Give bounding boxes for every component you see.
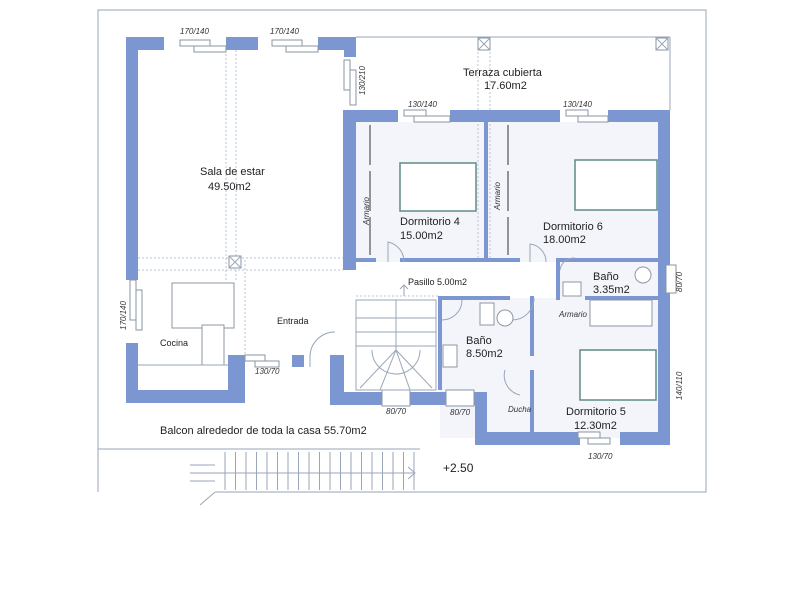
dimension-label: 80/70: [675, 271, 684, 292]
room-name-cocina: Cocina: [160, 338, 188, 348]
sink-icon: [442, 344, 458, 368]
room-area-dorm6: 18.00m2: [543, 234, 586, 246]
interior-stairs: [355, 284, 437, 391]
level-label: +2.50: [443, 461, 474, 475]
dimension-label: 130/70: [588, 452, 613, 461]
wardrobe-label: Armario: [362, 196, 371, 226]
dimension-label: 130/140: [563, 100, 592, 109]
bed-icon: [574, 159, 658, 211]
dimension-label: 80/70: [386, 407, 407, 416]
doors: [309, 241, 576, 396]
wardrobe-label: Armario: [493, 181, 502, 211]
dimension-label: 130/70: [255, 367, 280, 376]
dimension-label: 80/70: [450, 408, 471, 417]
room-name-ducha: Ducha: [508, 405, 532, 414]
windows: [129, 39, 677, 445]
room-name-terraza: Terraza cubierta: [463, 67, 543, 79]
terrace-outline: [228, 36, 671, 269]
guide-lines: [138, 44, 491, 355]
bathtub-icon: [589, 299, 653, 327]
room-name-pasillo: Pasillo 5.00m2: [408, 277, 467, 287]
wardrobe-label: Armario: [558, 310, 588, 319]
room-name-entrada: Entrada: [277, 316, 309, 326]
room-area-dorm4: 15.00m2: [400, 230, 443, 242]
walls: [126, 37, 670, 445]
sink-icon: [479, 302, 495, 326]
room-name-sala: Sala de estar: [200, 166, 265, 178]
room-name-bano-small: Baño: [593, 271, 619, 283]
toilet-icon: [634, 266, 652, 284]
bed-icon: [399, 162, 477, 212]
plan-frame: [97, 9, 707, 493]
dimension-label: 170/140: [180, 27, 209, 36]
room-area-sala: 49.50m2: [208, 181, 251, 193]
furniture: [138, 125, 658, 401]
dimension-label: 140/110: [675, 371, 684, 400]
room-name-dorm4: Dormitorio 4: [400, 216, 460, 228]
room-area-terraza: 17.60m2: [484, 80, 527, 92]
room-area-dorm5: 12.30m2: [574, 420, 617, 432]
exterior-stairs: [98, 448, 420, 506]
room-name-balcon: Balcon alrededor de toda la casa 55.70m2: [160, 425, 367, 437]
dimension-label: 170/140: [270, 27, 299, 36]
room-area-bano-small: 3.35m2: [593, 284, 630, 296]
dimension-label: 130/210: [358, 66, 367, 95]
bed-icon: [579, 349, 657, 401]
room-name-dorm6: Dormitorio 6: [543, 221, 603, 233]
room-name-dorm5: Dormitorio 5: [566, 406, 626, 418]
dimension-label: 170/140: [119, 301, 128, 330]
dimension-label: 130/140: [408, 100, 437, 109]
toilet-icon: [496, 309, 514, 327]
table-icon: [171, 282, 235, 329]
sink-icon: [562, 281, 582, 297]
room-area-bano-large: 8.50m2: [466, 348, 503, 360]
room-name-bano-large: Baño: [466, 335, 492, 347]
